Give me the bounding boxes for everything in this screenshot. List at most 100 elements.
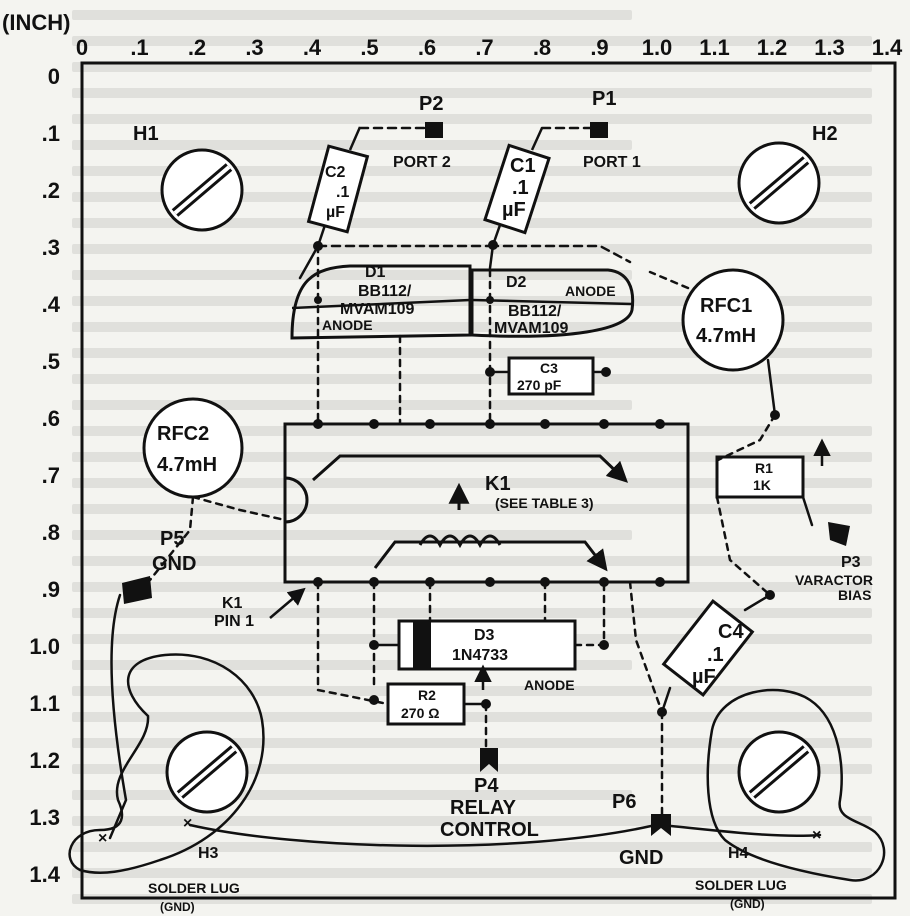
h1-label: H1 (133, 123, 159, 145)
k1-pin1-label-1: K1 (222, 595, 243, 612)
c3-capacitor (507, 356, 595, 396)
c4-capacitor (661, 598, 755, 698)
p3-pad (828, 522, 850, 546)
k1-pin (540, 419, 550, 429)
solder-lug-right-label-1: SOLDER LUG (695, 877, 787, 893)
k1-pins (313, 419, 665, 587)
solder-lug-left-label-2: (GND) (160, 900, 195, 914)
p3-label: P3 (841, 554, 861, 571)
p3-desc-1: VARACTOR (795, 572, 873, 588)
p6-desc: GND (619, 847, 663, 869)
x-tick-label: 1.2 (757, 35, 788, 60)
y-tick-label: .6 (42, 406, 60, 431)
x-tick-label: 1.4 (872, 35, 903, 60)
p1-label: P1 (592, 88, 616, 110)
y-tick-label: .1 (42, 121, 60, 146)
unit-label: (INCH) (2, 10, 70, 35)
y-tick-label: 1.2 (29, 748, 60, 773)
x-tick-label: 1.1 (699, 35, 730, 60)
k1-contact-top (312, 454, 629, 483)
d3-part: 1N4733 (452, 647, 508, 664)
x-tick-label: .3 (245, 35, 263, 60)
rfc2-inductor (142, 397, 244, 499)
d3-name: D3 (474, 627, 495, 644)
c3-name: C3 (540, 360, 558, 376)
x-tick-label: .8 (533, 35, 551, 60)
rfc1-value: 4.7mH (696, 325, 756, 347)
k1-pin1-arrow (269, 587, 306, 619)
p6-pad (651, 814, 671, 836)
k1-coil (418, 534, 502, 549)
p2-label: P2 (419, 93, 443, 115)
x-tick-label: .5 (360, 35, 378, 60)
p2-pad (425, 122, 443, 138)
x-tick-label: 0 (76, 35, 88, 60)
h4-label: H4 (728, 845, 749, 862)
c4-unit: µF (692, 666, 716, 688)
x-tick-label: .6 (418, 35, 436, 60)
k1-note: (SEE TABLE 3) (495, 495, 594, 511)
x-tick-label: .2 (188, 35, 206, 60)
d2-part-2: MVAM109 (494, 320, 568, 337)
h2-label: H2 (812, 123, 838, 145)
d2-part-1: BB112/ (508, 303, 562, 320)
y-axis-ticks: 0.1.2.3.4.5.6.7.8.91.01.11.21.31.4 (29, 64, 60, 887)
rfc2-value: 4.7mH (157, 454, 217, 476)
c2-capacitor (306, 126, 370, 247)
d2-cathode-band (471, 298, 633, 306)
rfc1-inductor (681, 268, 785, 372)
k1-pin (425, 419, 435, 429)
p1-port-label: PORT 1 (583, 154, 641, 171)
h4-hole (737, 730, 821, 814)
rfc1-name: RFC1 (700, 295, 752, 317)
y-tick-label: 1.4 (29, 862, 60, 887)
k1-pin (313, 419, 323, 429)
k1-relay-body (283, 422, 690, 584)
k1-pin (485, 577, 495, 587)
r2-value: 270 Ω (401, 705, 439, 721)
solder-lug-right-outline (706, 688, 886, 882)
d3-cathode-band (413, 621, 431, 669)
r1-resistor (715, 455, 805, 499)
p5-label: P5 (160, 528, 184, 550)
p5-pad (122, 576, 152, 604)
c4-value: .1 (707, 644, 724, 666)
p5-desc: GND (152, 553, 196, 575)
k1-pin (485, 419, 495, 429)
x-tick-label: .9 (590, 35, 608, 60)
d2-varactor-body (470, 268, 635, 338)
c2-value: .1 (336, 184, 349, 201)
c4-name: C4 (718, 621, 744, 643)
k1-pin (599, 577, 609, 587)
solder-lug-right-label-2: (GND) (730, 897, 765, 911)
d1-cathode-band (291, 298, 471, 310)
p4-desc-1: RELAY (450, 797, 517, 819)
y-tick-label: .8 (42, 520, 60, 545)
k1-label: K1 (485, 473, 511, 495)
h2-hole (737, 141, 821, 225)
r1-name: R1 (755, 460, 773, 476)
x-tick-label: .7 (475, 35, 493, 60)
k1-contact-bottom (373, 540, 608, 572)
solder-lug-left-label-1: SOLDER LUG (148, 880, 240, 896)
lug-right-x: × (812, 827, 821, 844)
d1-part-1: BB112/ (358, 283, 412, 300)
k1-pin (655, 577, 665, 587)
x-tick-label: 1.3 (814, 35, 845, 60)
d2-anode: ANODE (565, 283, 616, 299)
lug-left-x2: × (183, 815, 192, 832)
k1-pin (655, 419, 665, 429)
k1-pin1-notch (284, 476, 309, 524)
c2-unit: µF (326, 204, 345, 221)
c3-value: 270 pF (517, 377, 562, 393)
rfc2-name: RFC2 (157, 423, 209, 445)
y-tick-label: .9 (42, 577, 60, 602)
r2-name: R2 (418, 687, 436, 703)
c2-name: C2 (325, 164, 346, 181)
board-outline (80, 61, 897, 900)
lug-left-x: × (98, 830, 107, 847)
p4-pad (480, 748, 498, 772)
c1-unit: µF (502, 199, 526, 221)
